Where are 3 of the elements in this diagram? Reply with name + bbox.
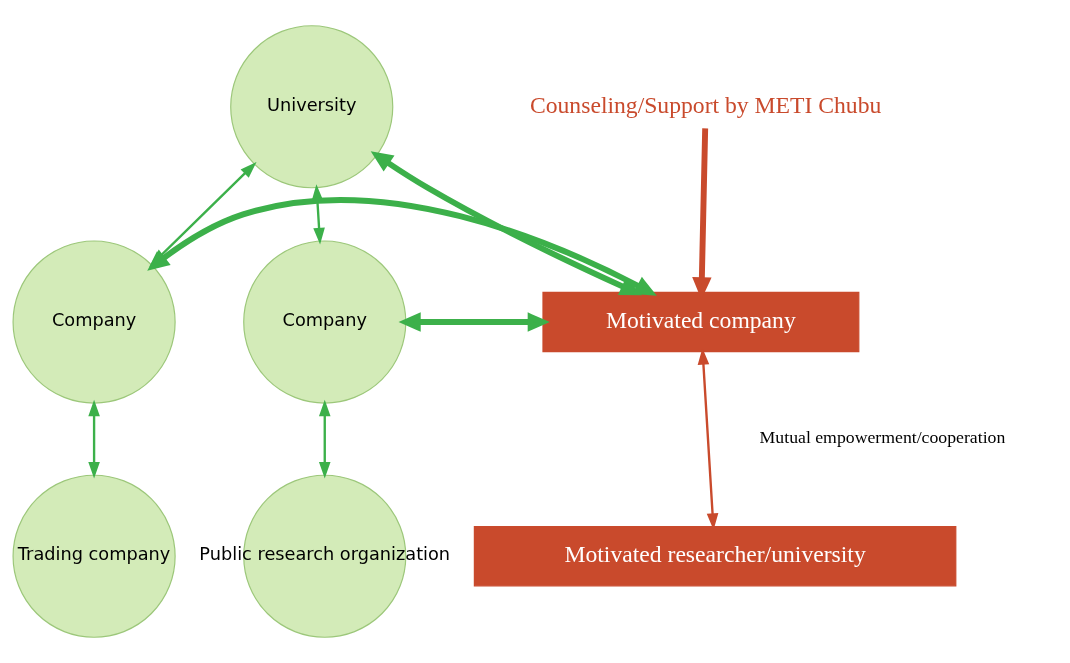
node-label: Public research organization (199, 544, 451, 565)
node-text: Counseling/Support by METI Chubu (529, 91, 882, 118)
edge-label: Mutual empowerment/cooperation (759, 427, 1006, 448)
